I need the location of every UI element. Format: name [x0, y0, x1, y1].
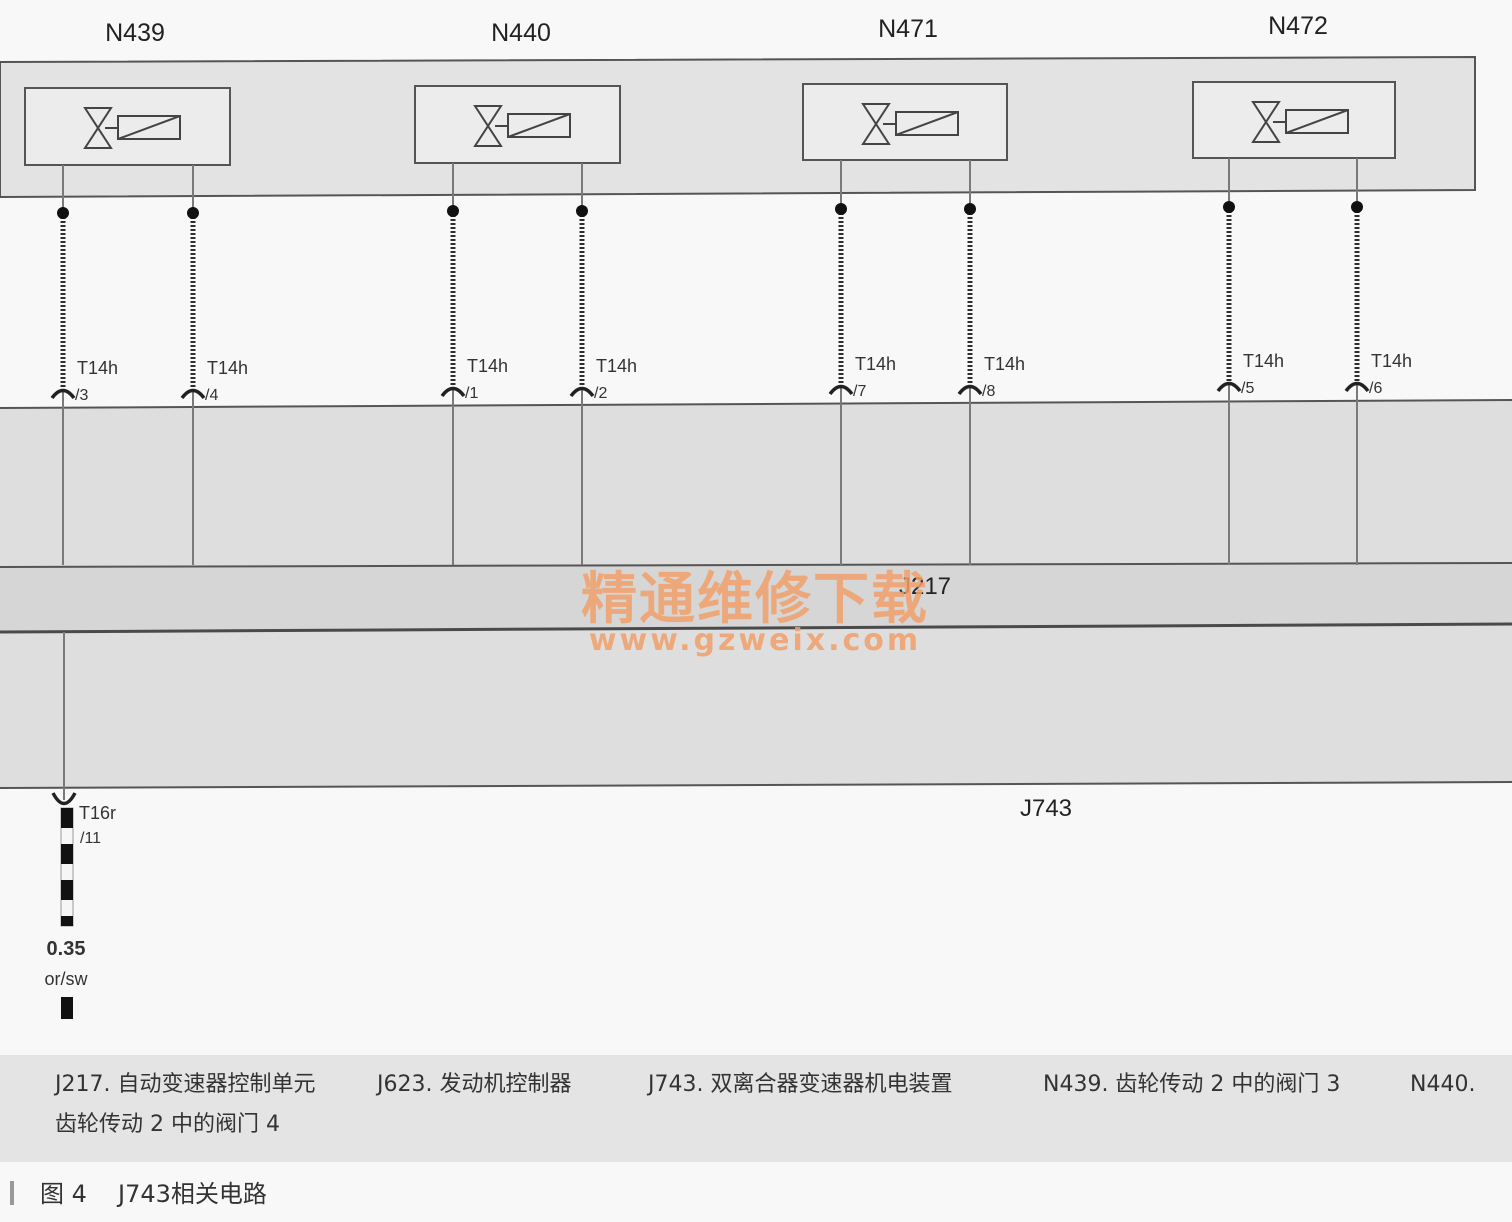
pin-number: /2 — [594, 385, 607, 402]
connector-label: T14h — [984, 354, 1025, 374]
legend-continuation: 齿轮传动 2 中的阀门 4 — [55, 1112, 280, 1137]
watermark-text: 精通维修下载 — [581, 567, 929, 632]
connector-label: T14h — [596, 356, 637, 376]
connector-label: T14h — [77, 358, 118, 378]
pin-number: /5 — [1241, 380, 1254, 397]
pin-number: /8 — [982, 383, 995, 400]
solenoid-icon — [1285, 109, 1349, 134]
watermark-site: www.gzweix.com — [589, 623, 921, 658]
connector-plug-icon — [51, 792, 77, 806]
connector-socket-icon — [50, 388, 76, 400]
wire-continuation — [61, 997, 73, 1019]
valve-icon — [1251, 101, 1281, 143]
figure-number: 图 4 — [40, 1180, 87, 1208]
valve-icon — [83, 107, 113, 149]
valve-housing — [1192, 81, 1396, 159]
valve-housing — [414, 85, 621, 164]
output-pin-number: /11 — [80, 830, 101, 847]
legend-panel — [0, 1055, 1512, 1162]
legend-item: J743. 双离合器变速器机电装置 — [646, 1072, 952, 1097]
component-label: N440 — [491, 19, 551, 47]
connector-label: T14h — [467, 356, 508, 376]
legend-item: N439. 齿轮传动 2 中的阀门 3 — [1043, 1072, 1340, 1097]
connector-socket-icon — [1344, 381, 1370, 393]
pin-number: /7 — [853, 383, 866, 400]
solenoid-winding-line — [895, 111, 959, 136]
junction-dot — [835, 203, 847, 215]
j217-label: J217 — [899, 573, 951, 600]
valve-icon — [861, 103, 891, 145]
component-label: N472 — [1268, 12, 1328, 40]
connector-label: T14h — [855, 354, 896, 374]
junction-dot — [1223, 201, 1235, 213]
solenoid-winding-line — [507, 113, 571, 138]
j217-strip — [0, 563, 1512, 632]
connector-socket-icon — [569, 386, 595, 398]
output-wire: T16r /11 0.35 or/sw — [44, 632, 116, 1019]
module-bottom-edge — [0, 781, 1512, 789]
j217-bottom-edge — [0, 622, 1512, 634]
junction-dot — [1351, 201, 1363, 213]
junction-dot — [57, 207, 69, 219]
caption-bar — [10, 1181, 14, 1205]
junction-dot — [576, 205, 588, 217]
connector-label: T14h — [1371, 351, 1412, 371]
legend-item: J217. 自动变速器控制单元 — [53, 1072, 315, 1097]
legend-item: N440. — [1410, 1072, 1475, 1097]
pin-number: /6 — [1369, 380, 1382, 397]
solenoid-winding-line — [117, 115, 181, 140]
connector-label: T14h — [1243, 351, 1284, 371]
pin-number: /1 — [465, 385, 478, 402]
wire-color-label: or/sw — [44, 969, 88, 989]
j743-label: J743 — [1020, 795, 1072, 822]
solenoid-icon — [895, 111, 959, 136]
output-connector-label: T16r — [79, 803, 116, 823]
valve-housing — [802, 83, 1008, 161]
solenoid-winding-line — [1285, 109, 1349, 134]
j217-top-edge — [0, 562, 1512, 568]
pin-number: /3 — [75, 387, 88, 404]
connector-socket-icon — [957, 384, 983, 396]
connector-socket-icon — [828, 384, 854, 396]
legend-item: J623. 发动机控制器 — [375, 1072, 571, 1097]
component-label: N439 — [105, 19, 165, 47]
connector-socket-icon — [1216, 381, 1242, 393]
junction-dot — [964, 203, 976, 215]
valve-body-panel — [0, 55, 1476, 199]
junction-dot — [447, 205, 459, 217]
connector-socket-icon — [440, 386, 466, 398]
solenoid-icon — [117, 115, 181, 140]
module-top-edge — [0, 399, 1512, 409]
valve-icon — [473, 105, 503, 147]
junction-dot — [187, 207, 199, 219]
valve-housing — [24, 87, 231, 166]
figure-title: J743相关电路 — [116, 1180, 267, 1208]
connector-socket-icon — [180, 388, 206, 400]
pin-number: /4 — [205, 387, 218, 404]
connector-label: T14h — [207, 358, 248, 378]
component-label: N471 — [878, 15, 938, 43]
wire-size-label: 0.35 — [47, 938, 86, 960]
solenoid-icon — [507, 113, 571, 138]
